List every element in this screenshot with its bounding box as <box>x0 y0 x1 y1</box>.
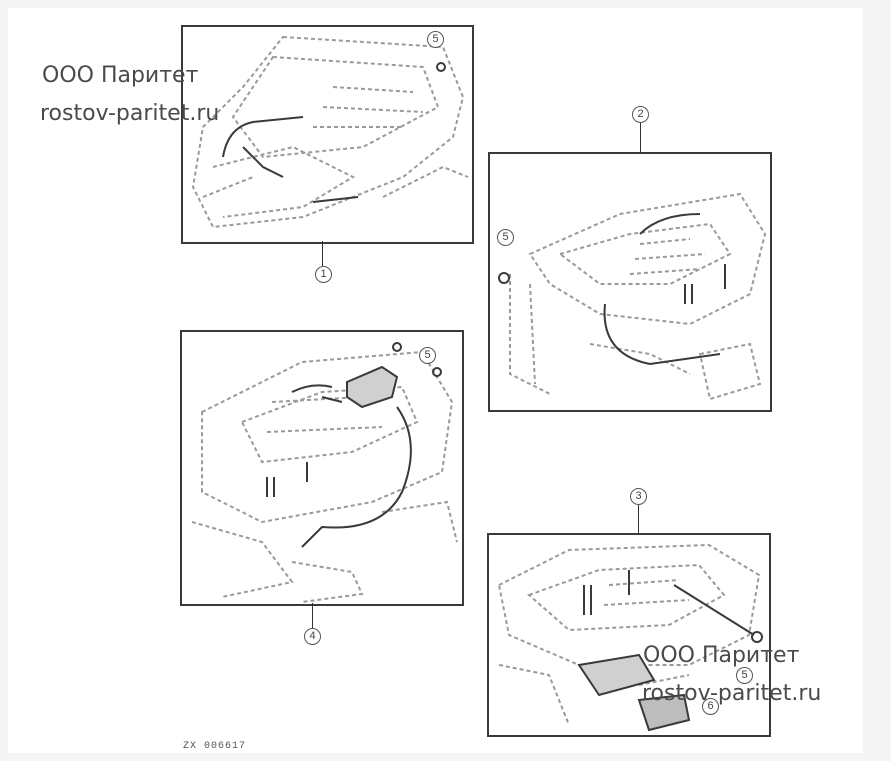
watermark-url-bottom: rostov-paritet.ru <box>642 681 822 706</box>
bolt-icon <box>498 272 510 284</box>
nut-icon <box>392 342 402 352</box>
drawing-code: ZX 006617 <box>183 741 247 752</box>
bolt-icon <box>432 367 442 377</box>
callout-part-6: 6 <box>702 698 719 715</box>
callout-part-5: 5 <box>427 31 444 48</box>
callout-part-5-d: 5 <box>736 667 753 684</box>
leader-4 <box>312 603 313 628</box>
leader-2 <box>640 123 641 152</box>
callout-panel-4: 4 <box>304 628 321 645</box>
panel-2-drawing <box>498 192 767 401</box>
panel-4: 5 <box>180 330 464 606</box>
watermark-company-bottom: ООО Паритет <box>643 643 800 668</box>
callout-panel-2: 2 <box>632 106 649 123</box>
panel-3-drawing <box>497 543 763 732</box>
callout-panel-1: 1 <box>315 266 332 283</box>
watermark-url-top: rostov-paritet.ru <box>40 101 220 126</box>
callout-part-5-c: 5 <box>419 347 436 364</box>
panel-2 <box>488 152 772 412</box>
panel-1: 5 <box>181 25 474 244</box>
leader-1 <box>322 241 323 266</box>
watermark-company-top: ООО Паритет <box>42 63 199 88</box>
callout-panel-3: 3 <box>630 488 647 505</box>
bolt-icon <box>751 631 763 643</box>
panel-4-drawing <box>191 342 458 603</box>
panel-1-drawing <box>191 35 469 229</box>
callout-part-5-b: 5 <box>497 229 514 246</box>
bolt-icon <box>436 62 446 72</box>
panel-3: 5 6 <box>487 533 771 737</box>
leader-3 <box>638 505 639 533</box>
